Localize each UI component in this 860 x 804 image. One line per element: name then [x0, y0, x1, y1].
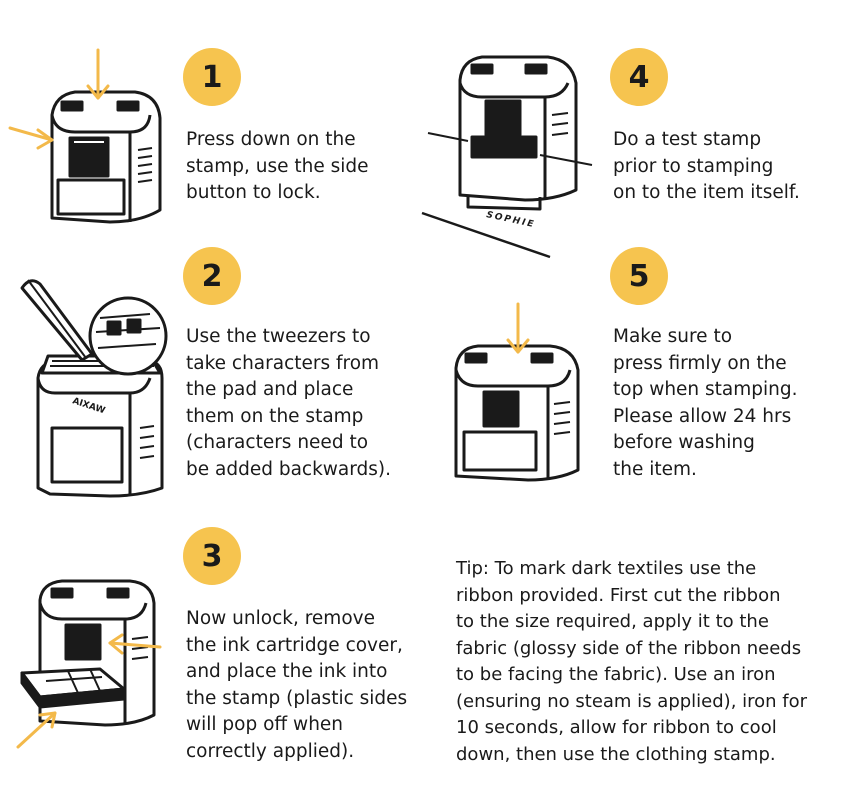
step-number-badge: 4 [610, 48, 668, 106]
step-4-instructions: Do a test stamp prior to stamping on to … [613, 129, 800, 203]
stamp-illustration-step-1 [0, 40, 170, 240]
tip-text: Tip: To mark dark textiles use the ribbo… [456, 558, 808, 765]
step-2-instructions: Use the tweezers to take characters from… [186, 326, 392, 480]
stamp-label: SOPHIE [485, 210, 536, 230]
step-5-instructions: Make sure to press firmly on the top whe… [613, 326, 798, 480]
step-number-badge: 3 [183, 527, 241, 585]
step-number-badge: 5 [610, 247, 668, 305]
step-1-instructions: Press down on the stamp, use the side bu… [186, 129, 369, 203]
tweezers-illustration-step-2: AIXAW [0, 258, 175, 498]
step-number-badge: 1 [183, 48, 241, 106]
test-stamp-illustration-step-4: SOPHIE [420, 45, 595, 265]
step-3-instructions: Now unlock, remove the ink cartridge cov… [186, 608, 408, 762]
ink-cartridge-illustration-step-3 [0, 565, 170, 765]
step-number-badge: 2 [183, 247, 241, 305]
stamp-illustration-step-5 [440, 300, 600, 485]
